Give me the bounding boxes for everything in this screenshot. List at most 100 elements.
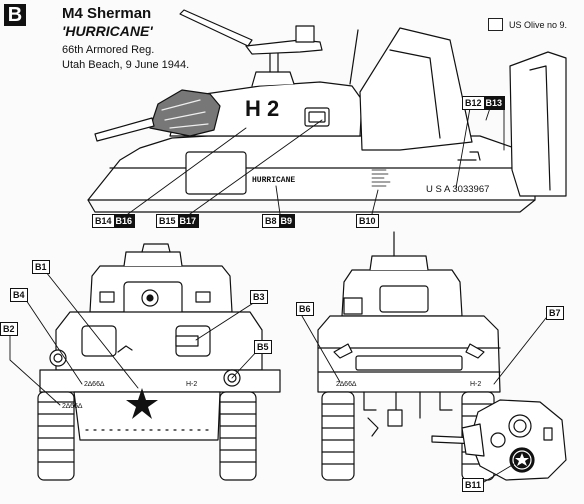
callout-b13: B13 [483,97,505,109]
unit-text: 66th Armored Reg. [62,44,155,56]
front-leader-lines [9,271,259,406]
side-mg-ammo [295,25,315,43]
side-view [87,9,567,213]
rear-code-right: H-2 [470,381,481,388]
rear-jerrycan [387,409,403,427]
side-hull-lower [87,199,536,213]
callout-b11: B11 [463,479,484,491]
callout-b14-b16: B14 B16 [92,214,136,228]
side-gun-barrel [94,117,155,142]
top-periscope [543,427,553,441]
front-track-right [219,391,257,481]
rear-code-left: 2∆66∆ [336,381,357,388]
top-star-ring [512,450,532,470]
callout-b16: B16 [113,215,135,227]
callout-b11-tag: B11 [462,478,485,492]
front-headlight-left-inner [53,353,63,363]
side-wading-trunk-rear-inner [529,65,551,191]
rear-leader-lines [301,315,547,385]
front-glacis [55,311,263,371]
top-star-emblem [515,453,529,466]
top-cupola-ring [513,419,527,433]
callout-b1: B1 [33,261,49,273]
callout-b3-tag: B3 [250,290,268,304]
section-badge: B [4,4,26,26]
location-date-text: Utah Beach, 9 June 1944. [62,59,190,71]
side-vision-inner [308,111,326,123]
vehicle-info: 66th Armored Reg. Utah Beach, 9 June 194… [62,43,189,73]
callout-b6-tag: B6 [296,302,314,316]
front-headlight-right-inner [227,373,237,383]
top-cupola [508,414,532,438]
front-hatch-left [81,325,117,357]
side-serial-number: U S A 3033967 [426,184,489,195]
rear-bustle-plate [379,285,429,313]
callout-b8-b9: B8 B9 [262,214,296,228]
callout-b15: B15 [157,215,178,227]
color-legend: US Olive no 9. [488,18,567,31]
front-bow-mg [117,345,133,353]
front-hull-base [39,369,281,393]
callout-b2-tag: B2 [0,322,18,336]
rear-hull [317,315,501,393]
callout-b12: B12 [463,97,484,109]
side-wading-trunk-front [359,27,473,151]
legend-label: US Olive no 9. [509,19,568,30]
side-mantlet-cover [149,89,221,137]
side-antenna [349,29,359,85]
callout-b14: B14 [93,215,114,227]
callout-b1-tag: B1 [32,260,50,274]
front-star-emblem [126,388,158,419]
rear-exhaust [355,355,463,371]
front-cupola [123,251,183,267]
top-leader-lines [483,463,515,483]
front-plate-code: 2∆66∆ [62,403,83,410]
side-cupola [251,71,295,87]
front-plate [175,335,199,347]
front-bumper-right-code: H-2 [186,381,197,388]
vehicle-title: M4 Sherman [62,5,152,22]
side-leader-lines [127,107,505,215]
rear-bustle-box [343,297,363,315]
callout-b12-b13: B12 B13 [462,96,506,110]
callout-b4: B4 [11,289,27,301]
callout-b5: B5 [255,341,271,353]
front-bumper-left-code: 2∆66∆ [84,381,105,388]
callout-b15-b17: B15 B17 [156,214,200,228]
side-hull-name: HURRICANE [252,176,295,185]
side-mantlet-folds [161,99,209,129]
callout-b9: B9 [278,215,295,227]
rear-light-right [465,343,485,359]
callout-b10: B10 [357,215,378,227]
callout-b7-tag: B7 [546,306,564,320]
callout-b17: B17 [177,215,199,227]
front-cupola-top [141,243,171,253]
callout-b7: B7 [547,307,563,319]
rear-track-left-links [321,403,355,465]
front-gun-bore [146,294,154,302]
top-mantlet [461,423,485,457]
olive-swatch [488,18,503,31]
front-view [37,243,281,481]
rear-track-left [321,391,355,481]
side-stencil-block [371,169,391,187]
vehicle-nickname: 'HURRICANE' [62,23,153,39]
top-hatch [490,432,506,448]
front-periscope-right [195,291,211,303]
rear-light-left [333,343,353,359]
side-mg-barrel [179,9,253,47]
callout-b8: B8 [263,215,279,227]
callout-b5-tag: B5 [254,340,272,354]
callout-b10-tag: B10 [356,214,379,228]
callout-b2: B2 [1,323,17,335]
side-hull-panel [185,151,247,195]
turret-top-view [431,399,567,481]
side-turret-code: H 2 [245,96,279,121]
front-headlight-left [49,349,67,367]
side-wading-trunk-front-inner [389,49,441,139]
front-transmission [73,391,221,441]
rear-cupola [369,255,429,271]
rear-tow-fittings [363,391,453,419]
